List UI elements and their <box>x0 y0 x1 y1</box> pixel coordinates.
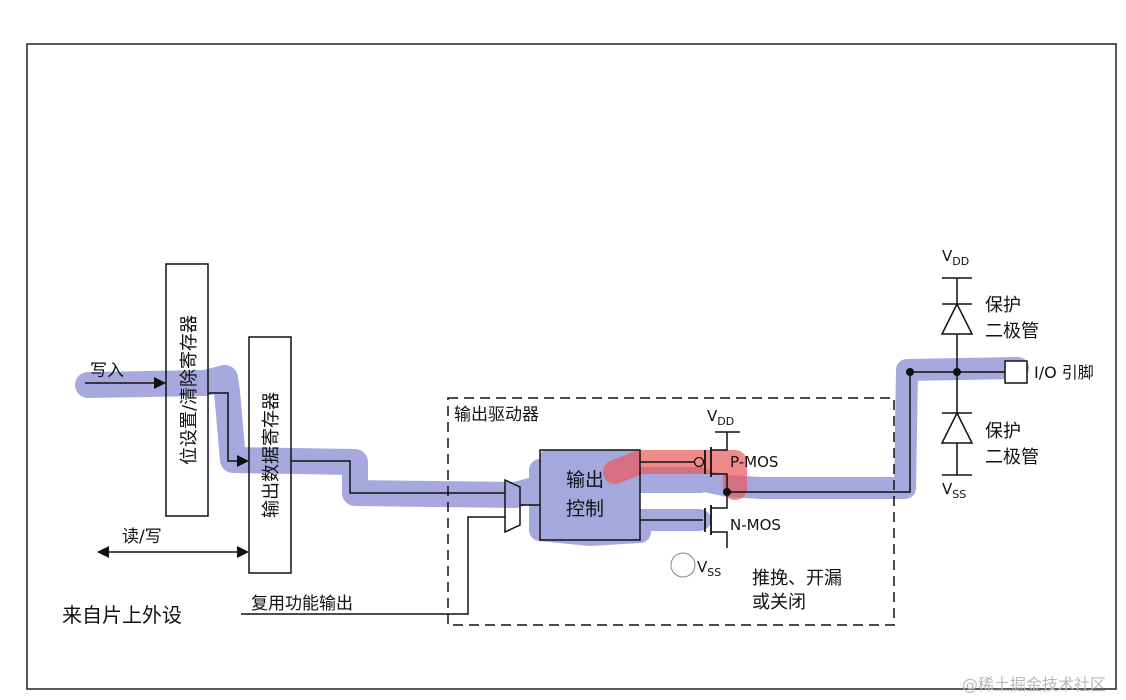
vss-main-circle <box>670 552 696 578</box>
vss-right-label: VSS <box>942 480 966 501</box>
output-driver-label: 输出驱动器 <box>454 405 539 425</box>
odr-to-mux-line <box>291 460 505 494</box>
pmos-source <box>711 432 728 451</box>
output-data-register-label: 输出数据寄存器 <box>261 392 282 518</box>
output-control-label-line1: 输出 <box>566 469 604 491</box>
pmos-label: P-MOS <box>730 453 778 471</box>
write-in-arrowhead <box>154 377 166 389</box>
pmos-gate-bubble <box>693 456 705 468</box>
read-write-arrow-right <box>237 546 249 558</box>
io-pin-label: I/O 引脚 <box>1034 363 1094 382</box>
multiplexer <box>504 478 521 534</box>
signal-highlight-red <box>603 450 747 500</box>
vdd-right-label: VDD <box>942 247 969 268</box>
nmos-source <box>711 531 728 548</box>
output-data-register-box <box>248 336 292 574</box>
watermark: @稀土掘金技术社区 <box>962 675 1106 694</box>
upper-protect-diode-label: 保护 <box>985 295 1021 316</box>
bsr-to-odr-line <box>208 392 242 462</box>
upper-protect-diode-label-line2: 二极管 <box>985 321 1039 342</box>
io-pin-box <box>1004 360 1028 384</box>
output-driver-box <box>447 397 895 626</box>
lower-protect-diode-label-line2: 二极管 <box>985 447 1039 468</box>
diagram-frame <box>26 43 1117 690</box>
alt-function-line <box>241 516 505 615</box>
upper-diode-triangle <box>940 302 974 335</box>
alt-function-output-label: 复用功能输出 <box>251 594 353 614</box>
vss-main-label: VSS <box>697 558 721 579</box>
from-onchip-peripheral-label: 来自片上外设 <box>62 603 182 627</box>
lower-protect-diode-label: 保护 <box>985 421 1021 442</box>
bit-set-clear-register-label: 位设置/清除寄存器 <box>179 315 200 465</box>
read-write-label: 读/写 <box>122 527 162 547</box>
left-junction-node <box>906 368 914 376</box>
vdd-main-label: VDD <box>707 407 734 428</box>
lower-diode-triangle <box>940 411 974 444</box>
bsr-to-odr-arrowhead <box>237 455 249 467</box>
write-in-label: 写入 <box>90 361 124 381</box>
output-control-box <box>539 449 641 541</box>
bit-set-clear-register-box <box>165 263 209 517</box>
nmos-label: N-MOS <box>730 516 781 534</box>
read-write-arrow-left <box>97 546 109 558</box>
output-control-label-line2: 控制 <box>566 498 604 520</box>
push-pull-open-drain-label: 推挽、开漏 <box>752 568 842 589</box>
nmos-drain <box>711 492 728 509</box>
diode-junction-node <box>953 368 961 376</box>
pmos-drain <box>711 473 728 492</box>
or-off-label: 或关闭 <box>752 592 806 613</box>
